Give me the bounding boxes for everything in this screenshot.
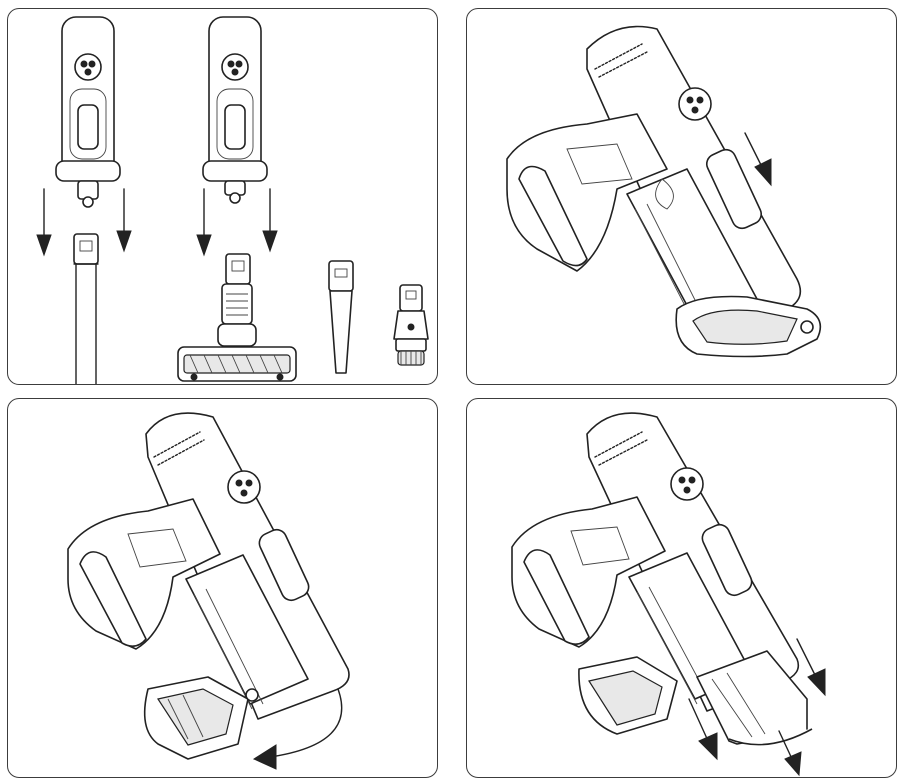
crevice-tool	[328, 260, 354, 374]
slide-arrow	[744, 132, 772, 187]
rotate-arrow	[252, 688, 343, 770]
down-arrow-left-pair	[36, 188, 132, 257]
attachments-illustration	[36, 16, 429, 384]
panel-attachments	[7, 8, 438, 385]
extension-tube	[73, 233, 99, 384]
panel-bin-pull-out	[466, 398, 897, 778]
down-arrow-middle-pair	[196, 188, 278, 257]
bin-pull-illustration	[511, 412, 826, 777]
pull-arrows	[688, 638, 826, 777]
panel-bin-rotate	[7, 398, 438, 778]
battery-slide-illustration	[506, 25, 822, 358]
handheld-body	[67, 412, 350, 760]
handheld-unit-left	[55, 16, 121, 208]
handheld-unit-middle	[202, 16, 268, 204]
handheld-body	[506, 25, 822, 358]
panel-battery-slide	[466, 8, 897, 385]
floor-brush-head	[177, 253, 297, 382]
handheld-body	[511, 412, 813, 746]
bin-rotate-illustration	[67, 412, 350, 770]
combination-brush-tool	[393, 284, 429, 366]
